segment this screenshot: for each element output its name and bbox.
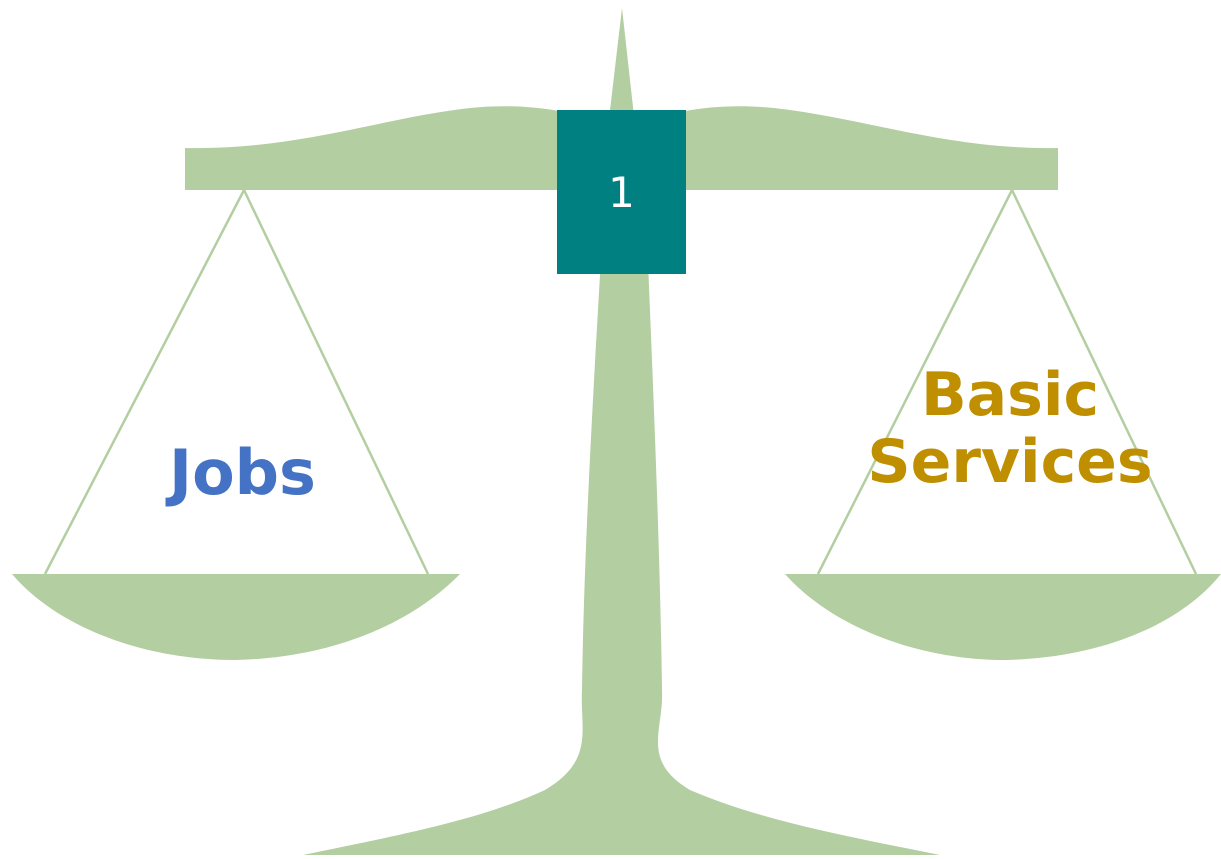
number-badge: 1: [557, 110, 686, 274]
left-pan: [12, 574, 460, 660]
right-string-outer: [816, 189, 1014, 575]
scale-pillar: [303, 190, 940, 855]
badge-number: 1: [608, 167, 635, 217]
jobs-label: Jobs: [120, 438, 365, 507]
basic-text: Basic: [920, 360, 1100, 430]
basic-services-label: Basic Services: [850, 360, 1170, 498]
jobs-text: Jobs: [169, 436, 316, 509]
right-pan: [785, 574, 1221, 660]
left-string-outer: [43, 189, 246, 575]
left-string-inner: [242, 189, 430, 575]
services-text: Services: [867, 427, 1153, 498]
right-string-inner: [1010, 189, 1198, 575]
